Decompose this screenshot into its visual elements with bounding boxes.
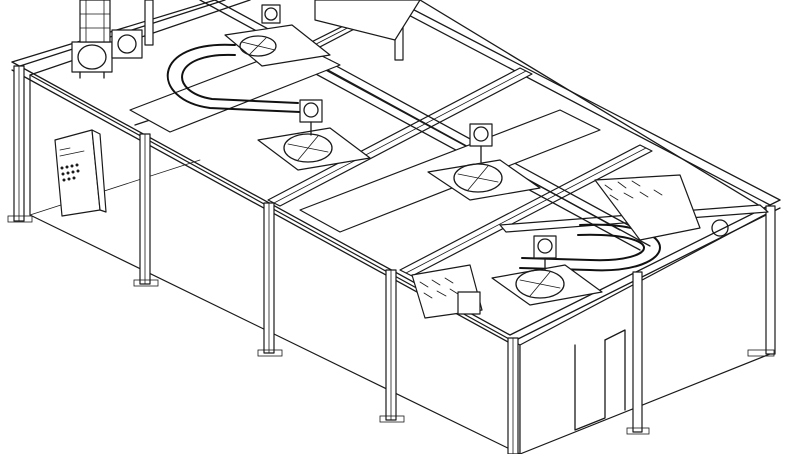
roof-beam	[399, 144, 653, 277]
frame-post	[507, 337, 519, 454]
frame-post	[385, 269, 397, 421]
frame-post	[263, 202, 275, 354]
axial-fan-unit	[491, 235, 603, 306]
chamber-body	[29, 0, 771, 454]
circulation-duct-loop	[519, 223, 661, 272]
frame-post	[765, 205, 776, 355]
axial-fan-unit	[224, 4, 331, 67]
frame-post	[139, 133, 151, 285]
heater-coil-section	[594, 174, 729, 241]
blower-motor	[71, 29, 143, 79]
roof-beam	[267, 67, 533, 207]
frame-post	[632, 271, 643, 433]
axial-fan-unit	[427, 123, 541, 201]
control-cabinet	[54, 129, 107, 217]
axial-fan-unit	[257, 99, 371, 171]
exhaust-stack	[79, 0, 111, 43]
frame-post	[13, 65, 25, 222]
circulation-duct-loop	[166, 43, 301, 113]
heater-coil-section	[411, 264, 483, 319]
